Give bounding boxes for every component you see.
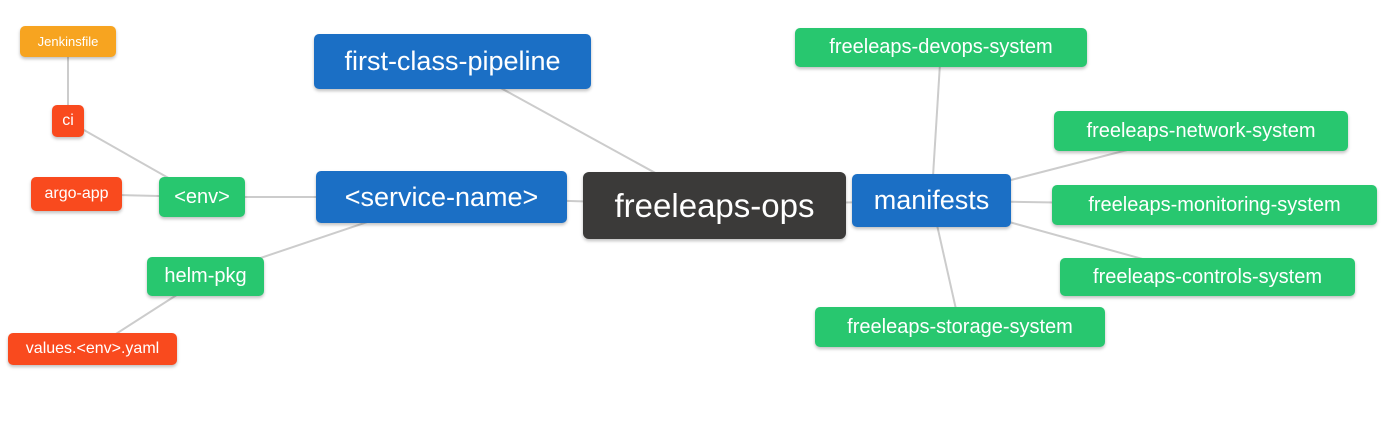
- node-monitoring-system[interactable]: freeleaps-monitoring-system: [1052, 185, 1377, 225]
- node-env[interactable]: <env>: [159, 177, 245, 217]
- node-helm-pkg[interactable]: helm-pkg: [147, 257, 264, 296]
- node-devops-system[interactable]: freeleaps-devops-system: [795, 28, 1087, 67]
- node-first-class-pipeline[interactable]: first-class-pipeline: [314, 34, 591, 89]
- node-controls-system[interactable]: freeleaps-controls-system: [1060, 258, 1355, 296]
- node-argo-app[interactable]: argo-app: [31, 177, 122, 211]
- node-ci[interactable]: ci: [52, 105, 84, 137]
- node-manifests[interactable]: manifests: [852, 174, 1011, 227]
- node-jenkinsfile[interactable]: Jenkinsfile: [20, 26, 116, 57]
- node-values-env-yaml[interactable]: values.<env>.yaml: [8, 333, 177, 365]
- node-network-system[interactable]: freeleaps-network-system: [1054, 111, 1348, 151]
- node-service-name[interactable]: <service-name>: [316, 171, 567, 223]
- node-storage-system[interactable]: freeleaps-storage-system: [815, 307, 1105, 347]
- node-freeleaps-ops[interactable]: freeleaps-ops: [583, 172, 846, 239]
